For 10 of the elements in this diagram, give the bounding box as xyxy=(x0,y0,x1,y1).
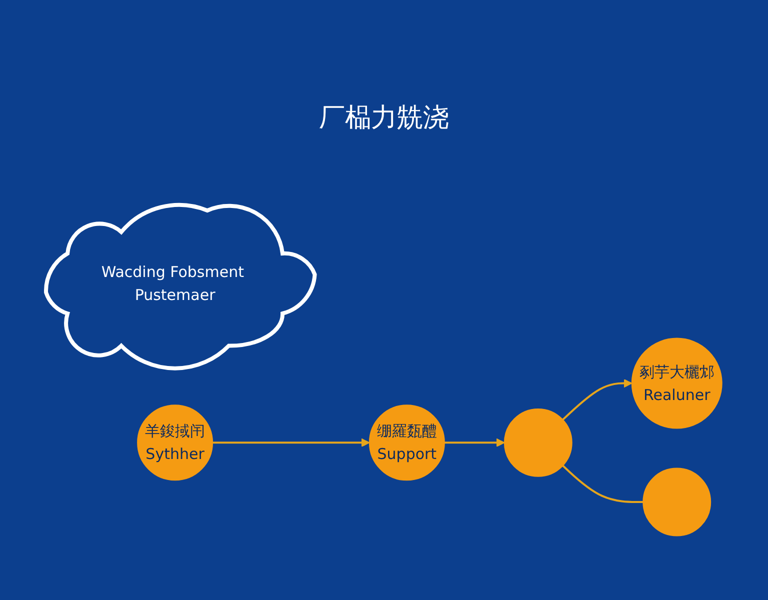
diagram-title: 厂榀力兟浇 xyxy=(319,102,449,135)
connector xyxy=(562,464,644,503)
arrow xyxy=(212,438,370,447)
node-circle xyxy=(642,467,712,536)
node-circle xyxy=(504,408,572,477)
node-circle: 剢芋大欐邥 Realuner xyxy=(631,337,722,428)
arrow xyxy=(562,378,632,420)
arrow xyxy=(444,438,505,447)
node-circle: 羊鋑掝闬 Sythher xyxy=(137,404,214,480)
node-circle: 绷羅瓾醴 Support xyxy=(369,404,445,480)
